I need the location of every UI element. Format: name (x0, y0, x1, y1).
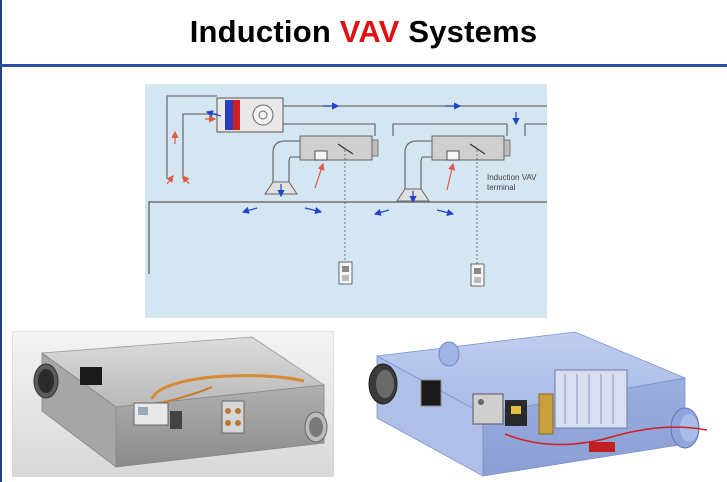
induction-grille (420, 379, 442, 407)
return-duct-inner (182, 113, 217, 179)
return-duct-outer (166, 95, 217, 179)
top-collar (438, 341, 460, 367)
terminal-label-line1: Induction VAV (487, 173, 537, 182)
inlet-collar-right (304, 411, 328, 443)
supply-air-arrows (205, 102, 520, 217)
terminal-label-line2: terminal (487, 183, 516, 192)
thermostat-2 (470, 263, 485, 287)
left-border (0, 0, 2, 482)
title-part-1: Induction (189, 14, 340, 49)
control-box (133, 402, 182, 429)
primary-air-inlet (368, 363, 398, 405)
title-accent: VAV (339, 14, 400, 49)
air-handling-unit (216, 97, 284, 133)
induction-vav-schematic: Induction VAV terminal (145, 84, 547, 318)
controller-assembly (472, 393, 527, 426)
induced-air-arrows (166, 115, 456, 191)
slide-title: Induction VAV Systems (0, 14, 727, 50)
inlet-collar-left (33, 363, 59, 399)
title-part-2: Systems (399, 14, 538, 49)
title-divider (0, 64, 727, 67)
induction-opening (80, 367, 102, 385)
induction-terminal-1 (264, 135, 379, 195)
supply-duct-bottom (283, 123, 547, 136)
terminal-unit-photo (12, 331, 334, 477)
warning-label (589, 442, 615, 452)
control-wiring (504, 426, 708, 446)
heating-coil (538, 369, 628, 435)
terminal-cutaway-illustration (355, 326, 727, 482)
terminal-box-casing (40, 336, 326, 468)
reheat-coil-connections (221, 400, 245, 434)
thermostat-1 (338, 261, 353, 285)
control-wires (344, 150, 478, 264)
copper-pipe (150, 374, 305, 400)
